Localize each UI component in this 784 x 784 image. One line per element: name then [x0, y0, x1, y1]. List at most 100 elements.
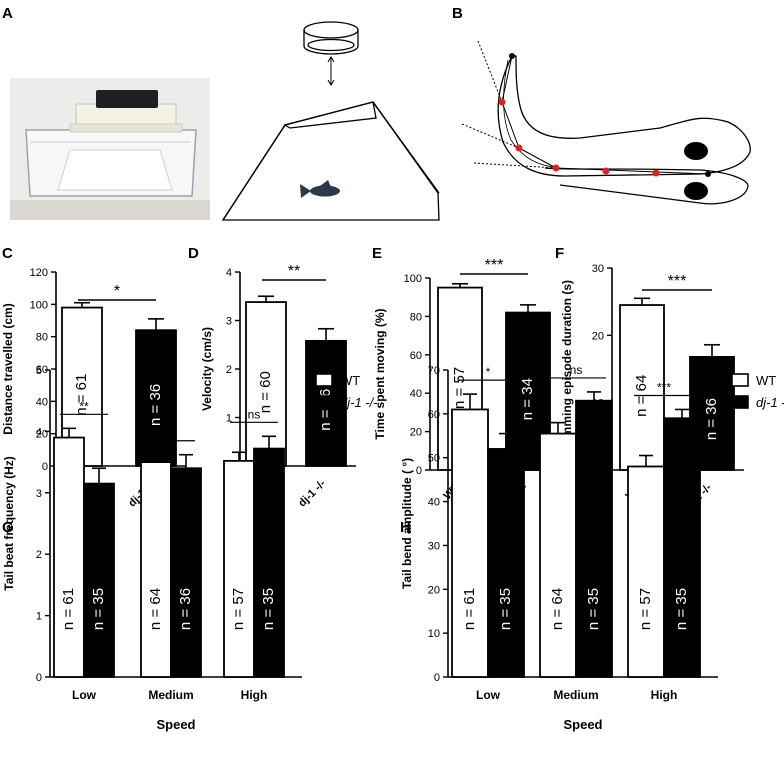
- y-tick-label: 100: [404, 273, 422, 285]
- y-tick-label: 3: [226, 316, 232, 328]
- panel-letter-f: F: [555, 245, 564, 262]
- y-axis-label: Time spent moving (%): [373, 308, 387, 439]
- n-label: n = 35: [673, 588, 690, 630]
- tank-schematic: [221, 21, 440, 221]
- y-tick-label: 40: [36, 396, 48, 408]
- panel-letter-g: G: [2, 519, 14, 536]
- n-label: n = 35: [497, 588, 514, 630]
- legend-swatch-dj1: [731, 395, 749, 409]
- y-axis-label: Swimming episode duration (s): [560, 280, 574, 458]
- y-tick-label: 60: [428, 409, 440, 421]
- n-label: n = 35: [585, 588, 602, 630]
- n-label: n = 61: [461, 588, 478, 630]
- y-tick-label: 60: [410, 350, 422, 362]
- panel-letter-b: B: [452, 5, 463, 22]
- y-tick-label: 3: [36, 488, 42, 500]
- y-tick-label: 120: [30, 267, 48, 279]
- significance-marker: ***: [657, 380, 671, 394]
- bar-dj1: [487, 448, 525, 678]
- bar-wt: [140, 461, 172, 678]
- legend-label-wt: WT: [756, 373, 776, 388]
- y-tick-label: 80: [410, 311, 422, 323]
- x-tick-label: Medium: [553, 688, 598, 702]
- significance-marker: **: [79, 399, 89, 413]
- larva-diagram: [461, 40, 751, 205]
- legend-swatch-wt: [315, 373, 333, 387]
- x-tick-label: dj-1 -/-: [296, 477, 328, 509]
- legend-label-wt: WT: [340, 373, 360, 388]
- y-tick-label: 40: [410, 388, 422, 400]
- legend-swatch-wt: [731, 373, 749, 387]
- panel-letter-e: E: [372, 245, 382, 262]
- y-tick-label: 30: [592, 263, 604, 275]
- y-tick-label: 5: [36, 365, 42, 377]
- bar-wt: [451, 408, 489, 678]
- fish-icon: [300, 180, 340, 198]
- legend-label-dj1: dj-1 -/-: [340, 395, 378, 410]
- y-axis-label: Tail bend amplitude ( °): [400, 458, 414, 589]
- bar-wt: [627, 465, 665, 678]
- y-axis-label: Distance travelled (cm): [1, 303, 15, 434]
- n-label: n = 57: [230, 588, 247, 630]
- panel-letter-d: D: [188, 245, 199, 262]
- panel-letter-h: H: [400, 519, 411, 536]
- bar-dj1: [135, 329, 177, 467]
- bar-dj1: [663, 417, 701, 678]
- bar-wt: [245, 301, 287, 467]
- n-label: n = 64: [549, 588, 566, 630]
- significance-marker: ***: [668, 273, 687, 290]
- significance-marker: **: [288, 263, 300, 280]
- n-label: n = 36: [147, 384, 164, 426]
- y-tick-label: 30: [428, 540, 440, 552]
- significance-marker: *: [114, 283, 120, 300]
- x-tick-label: High: [241, 688, 268, 702]
- y-axis-label: Tail beat frequency (Hz): [2, 456, 16, 590]
- n-label: n = 60: [257, 371, 274, 413]
- y-tick-label: 50: [428, 453, 440, 465]
- y-tick-label: 2: [226, 364, 232, 376]
- y-tick-label: 0: [42, 461, 48, 473]
- significance-marker: ns: [248, 407, 261, 421]
- n-label: n = 36: [703, 398, 720, 440]
- y-tick-label: 1: [36, 611, 42, 623]
- y-tick-label: 40: [428, 497, 440, 509]
- x-axis-label: Speed: [563, 717, 602, 732]
- n-label: n = 34: [519, 378, 536, 420]
- x-tick-label: Low: [72, 688, 97, 702]
- x-tick-label: High: [651, 688, 678, 702]
- x-axis-label: Speed: [156, 717, 195, 732]
- bar-dj1: [253, 447, 285, 678]
- y-tick-label: 10: [428, 628, 440, 640]
- bar-dj1: [83, 482, 115, 678]
- x-tick-label: Medium: [148, 688, 193, 702]
- n-label: n = 61: [60, 588, 77, 630]
- y-tick-label: 20: [410, 427, 422, 439]
- y-tick-label: 80: [36, 332, 48, 344]
- legend-label-dj1: dj-1 -/-: [756, 395, 784, 410]
- y-tick-label: 20: [36, 429, 48, 441]
- n-label: n = 36: [177, 588, 194, 630]
- n-label: n = 35: [260, 588, 277, 630]
- panel-letter-c: C: [2, 245, 13, 262]
- y-tick-label: 0: [434, 672, 440, 684]
- significance-marker: ***: [485, 257, 504, 274]
- y-tick-label: 100: [30, 299, 48, 311]
- y-tick-label: 4: [226, 267, 232, 279]
- bar-dj1: [575, 399, 613, 678]
- tank-photo: [10, 78, 210, 220]
- x-tick-label: Low: [476, 688, 501, 702]
- significance-marker: ns: [570, 363, 583, 377]
- y-tick-label: 0: [36, 672, 42, 684]
- y-tick-label: 20: [428, 584, 440, 596]
- y-tick-label: 0: [416, 465, 422, 477]
- n-label: n = 57: [451, 367, 468, 409]
- n-label: n = 61: [73, 374, 90, 416]
- bar-wt: [53, 436, 85, 678]
- panel-letter-a: A: [2, 5, 13, 22]
- y-tick-label: 2: [36, 549, 42, 561]
- n-label: n = 35: [90, 588, 107, 630]
